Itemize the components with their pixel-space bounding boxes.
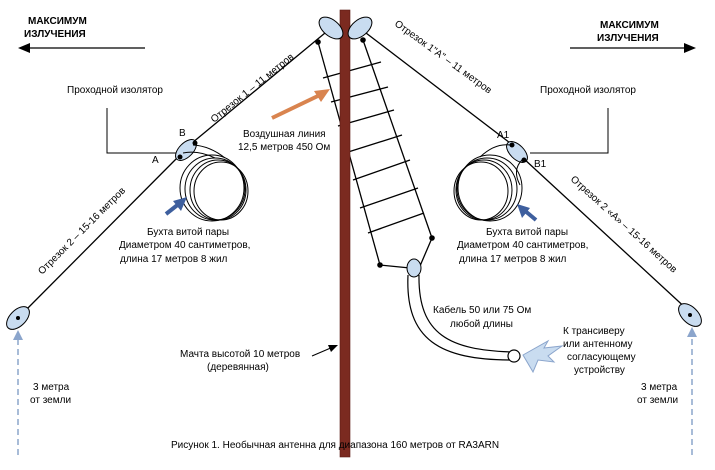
coil-left: [179, 144, 249, 222]
insulator-top-right: [347, 16, 373, 40]
mast-label2: (деревянная): [207, 362, 269, 373]
ladder-line: [317, 39, 433, 269]
transceiver-label4: устройству: [574, 365, 625, 376]
point-b: В: [179, 128, 186, 139]
coil-left-label1: Бухта витой пары: [147, 227, 229, 238]
ground-arrow-right: [687, 327, 697, 455]
insulator-left-label: Проходной изолятор: [67, 85, 163, 96]
ground-left-label1: 3 метра: [33, 382, 70, 393]
insulator-leaders: [106, 108, 609, 154]
coil-right-label1: Бухта витой пары: [486, 227, 568, 238]
seg2-right-label: Отрезок 2 «А» – 15-16 метров: [568, 174, 679, 275]
seg1-right-label: Отрезок 1"А" – 11 метров: [392, 19, 493, 97]
transceiver-label2: или антенному: [563, 339, 633, 350]
antenna-wires: [17, 32, 691, 319]
mast: [339, 9, 351, 458]
transceiver-label3: согласующему: [567, 352, 636, 363]
coil-right: [453, 144, 523, 222]
balun-insulator: [406, 258, 422, 278]
max-radiation-right: [570, 43, 696, 53]
coax-cable: [407, 274, 521, 363]
figure-caption: Рисунок 1. Необычная антенна для диапазо…: [171, 439, 499, 451]
ground-right-label2: от земли: [637, 395, 678, 406]
mast-pointer: [311, 345, 338, 357]
insulator-top-left: [318, 16, 344, 40]
point-b1: В1: [534, 159, 547, 170]
transceiver-arrow: [522, 339, 564, 374]
cable-label1: Кабель 50 или 75 Ом: [433, 304, 531, 316]
coil-right-arrow: [517, 204, 538, 222]
coil-right-label3: длина 17 метров 8 жил: [459, 254, 567, 265]
point-a1: А1: [497, 130, 510, 141]
coil-left-label2: Диаметром 40 сантиметров,: [119, 240, 250, 251]
insulator-right-label: Проходной изолятор: [540, 85, 636, 96]
ground-arrow-left: [13, 330, 23, 455]
ground-right-label1: 3 метра: [641, 382, 678, 393]
max-right-line2: ИЗЛУЧЕНИЯ: [597, 33, 659, 44]
coil-left-arrow: [164, 197, 187, 216]
coil-right-label2: Диаметром 40 сантиметров,: [457, 240, 588, 251]
point-a: А: [152, 155, 159, 166]
seg2-left-label: Отрезок 2 – 15-16 метров: [36, 185, 128, 277]
air-line-label1: Воздушная линия: [243, 129, 326, 140]
air-line-label2: 12,5 метров 450 Ом: [238, 142, 330, 153]
max-left-line2: ИЗЛУЧЕНИЯ: [24, 29, 86, 40]
air-line-arrow: [271, 89, 330, 120]
max-right-line1: МАКСИМУМ: [600, 20, 659, 31]
junction-dots: [16, 37, 692, 320]
coil-left-label3: длина 17 метров 8 жил: [120, 254, 228, 265]
max-left-line1: МАКСИМУМ: [28, 16, 87, 27]
transceiver-label1: К трансиверу: [563, 326, 625, 337]
mast-label1: Мачта высотой 10 метров: [180, 349, 300, 360]
max-radiation-left: [18, 43, 145, 53]
cable-label2: любой длины: [450, 318, 513, 330]
ground-left-label2: от земли: [30, 395, 71, 406]
